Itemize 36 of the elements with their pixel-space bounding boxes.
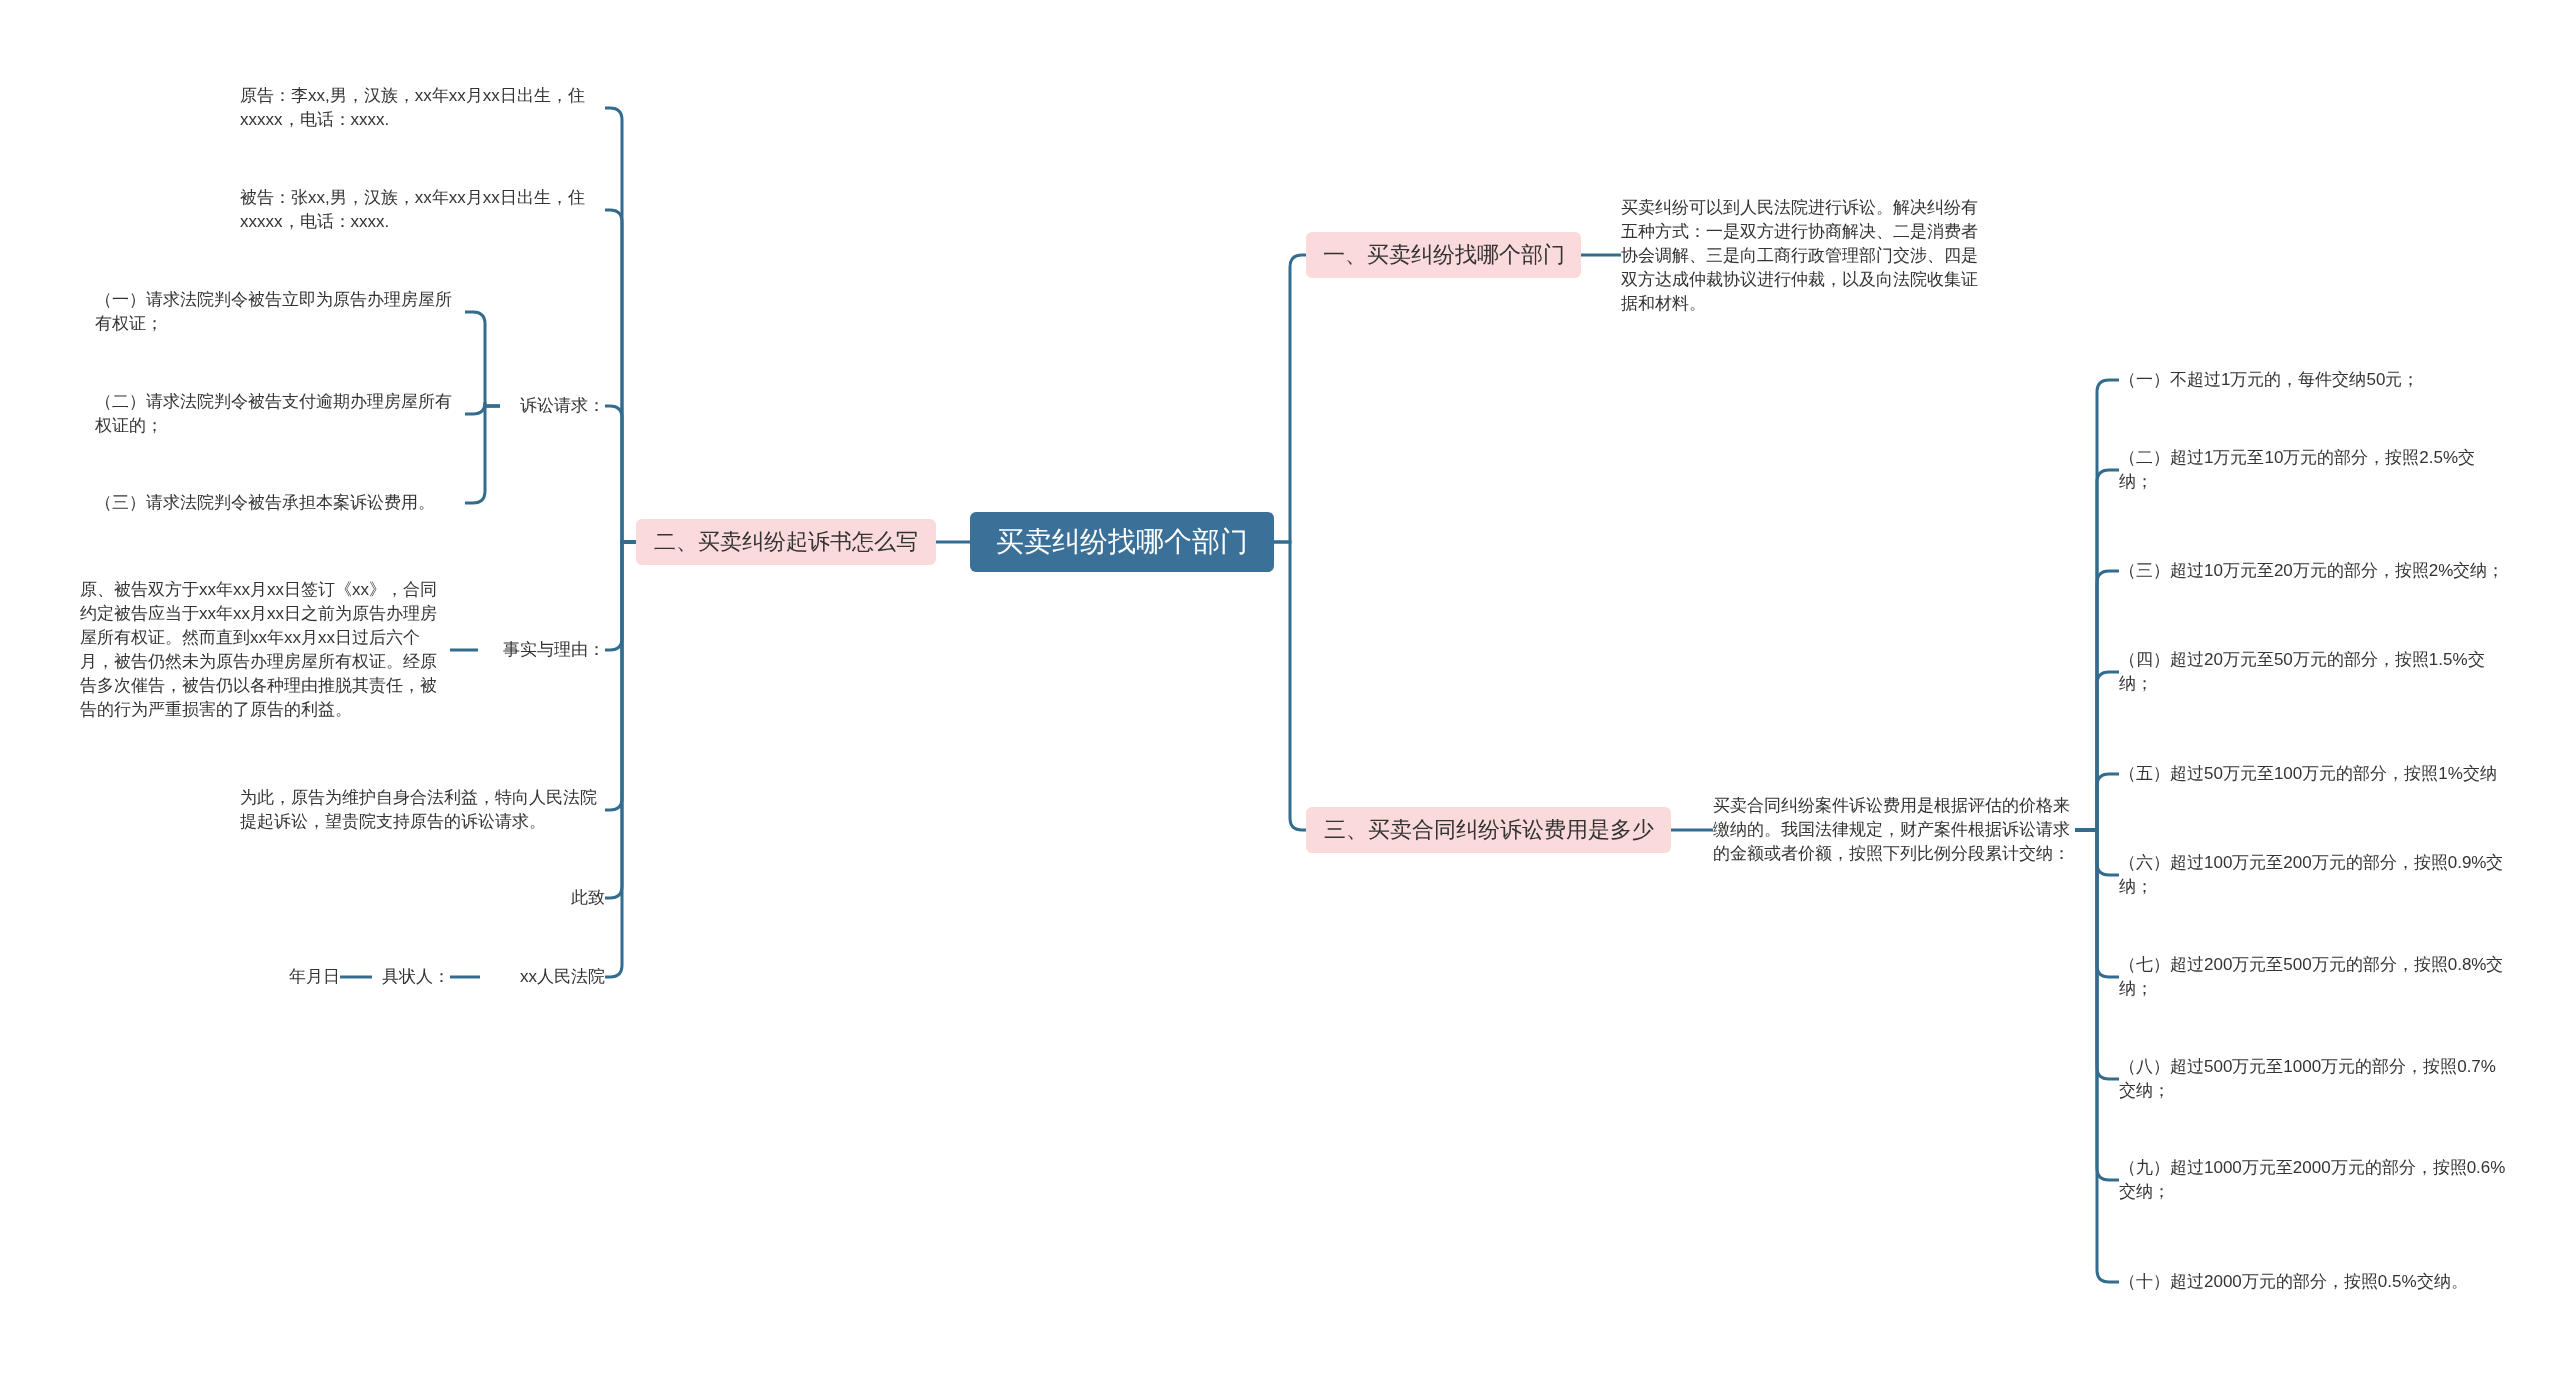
connector-line bbox=[605, 540, 636, 979]
text-note: 被告：张xx,男，汉族，xx年xx月xx日出生，住xxxxx，电话：xxxx. bbox=[240, 186, 605, 234]
text-note: （二）请求法院判令被告支付逾期办理房屋所有权证的； bbox=[95, 390, 465, 438]
text-note: 原、被告双方于xx年xx月xx日签订《xx》，合同约定被告应当于xx年xx月xx日之前为原告办理房屋所有权证。然而直到xx年xx月xx日过后六个月，被告仍然未为原告办理房屋所有权证。经原告多次催告，被告仍以各种理由推脱其责任，被告的行为严重损害的了原告的利益。 bbox=[80, 578, 450, 722]
connector-line bbox=[450, 975, 480, 979]
connector-line bbox=[450, 648, 478, 652]
text-note: （七）超过200万元至500万元的部分，按照0.8%交纳； bbox=[2119, 953, 2509, 1001]
connector-line bbox=[1581, 253, 1621, 257]
text-note: 买卖合同纠纷案件诉讼费用是根据评估的价格来缴纳的。我国法律规定，财产案件根据诉讼请求的金额或者价额，按照下列比例分段累计交纳： bbox=[1713, 794, 2075, 866]
text-note: （三）超过10万元至20万元的部分，按照2%交纳； bbox=[2119, 559, 2509, 583]
text-note: 此致 bbox=[520, 886, 605, 910]
text-note: （五）超过50万元至100万元的部分，按照1%交纳 bbox=[2119, 762, 2509, 786]
text-note: 具状人： bbox=[372, 965, 450, 989]
text-note: （三）请求法院判令被告承担本案诉讼费用。 bbox=[95, 491, 465, 515]
text-note: 事实与理由： bbox=[478, 638, 605, 662]
text-note: （六）超过100万元至200万元的部分，按照0.9%交纳； bbox=[2119, 851, 2509, 899]
text-note: （一）请求法院判令被告立即为原告办理房屋所有权证； bbox=[95, 288, 465, 336]
text-note: xx人民法院 bbox=[480, 965, 605, 989]
topic-box: 二、买卖纠纷起诉书怎么写 bbox=[636, 519, 936, 565]
text-note: （四）超过20万元至50万元的部分，按照1.5%交纳； bbox=[2119, 648, 2509, 696]
central-topic: 买卖纠纷找哪个部门 bbox=[970, 512, 1274, 572]
text-note: 原告：李xx,男，汉族，xx年xx月xx日出生，住xxxxx，电话：xxxx. bbox=[240, 84, 605, 132]
topic-box: 三、买卖合同纠纷诉讼费用是多少 bbox=[1306, 807, 1671, 853]
connector-line bbox=[936, 540, 970, 544]
text-note: （十）超过2000万元的部分，按照0.5%交纳。 bbox=[2119, 1270, 2509, 1294]
text-note: （八）超过500万元至1000万元的部分，按照0.7%交纳； bbox=[2119, 1055, 2509, 1103]
text-note: 为此，原告为维护自身合法利益，特向人民法院提起诉讼，望贵院支持原告的诉讼请求。 bbox=[240, 786, 605, 834]
text-note: 买卖纠纷可以到人民法院进行诉讼。解决纠纷有五种方式：一是双方进行协商解决、二是消费者协会调解、三是向工商行政管理部门交涉、四是双方达成仲裁协议进行仲裁，以及向法院收集证据和材料。 bbox=[1621, 196, 1983, 316]
text-note: 年月日 bbox=[265, 965, 340, 989]
text-note: 诉讼请求： bbox=[500, 394, 605, 418]
connector-line bbox=[1671, 828, 1713, 832]
text-note: （九）超过1000万元至2000万元的部分，按照0.6%交纳； bbox=[2119, 1156, 2509, 1204]
connector-line bbox=[340, 975, 372, 979]
text-note: （二）超过1万元至10万元的部分，按照2.5%交纳； bbox=[2119, 446, 2509, 494]
topic-box: 一、买卖纠纷找哪个部门 bbox=[1306, 232, 1581, 278]
text-note: （一）不超过1万元的，每件交纳50元； bbox=[2119, 368, 2509, 392]
